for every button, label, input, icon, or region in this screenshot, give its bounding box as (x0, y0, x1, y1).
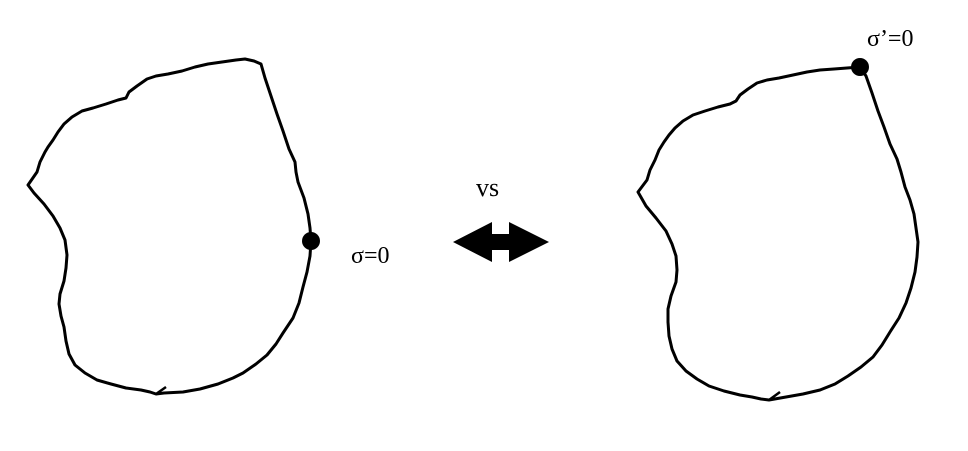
vs-label: vs (476, 173, 499, 202)
right-point-label: σ’=0 (867, 26, 913, 52)
left-point-label: σ=0 (351, 243, 389, 269)
right-boundary-notch (768, 390, 781, 402)
right-domain-boundary (636, 65, 920, 402)
left-boundary-notch (155, 385, 167, 396)
left-boundary-point (302, 232, 320, 250)
double-headed-arrow-icon (453, 222, 549, 262)
right-boundary-point (851, 58, 869, 76)
left-domain-boundary (26, 57, 313, 396)
